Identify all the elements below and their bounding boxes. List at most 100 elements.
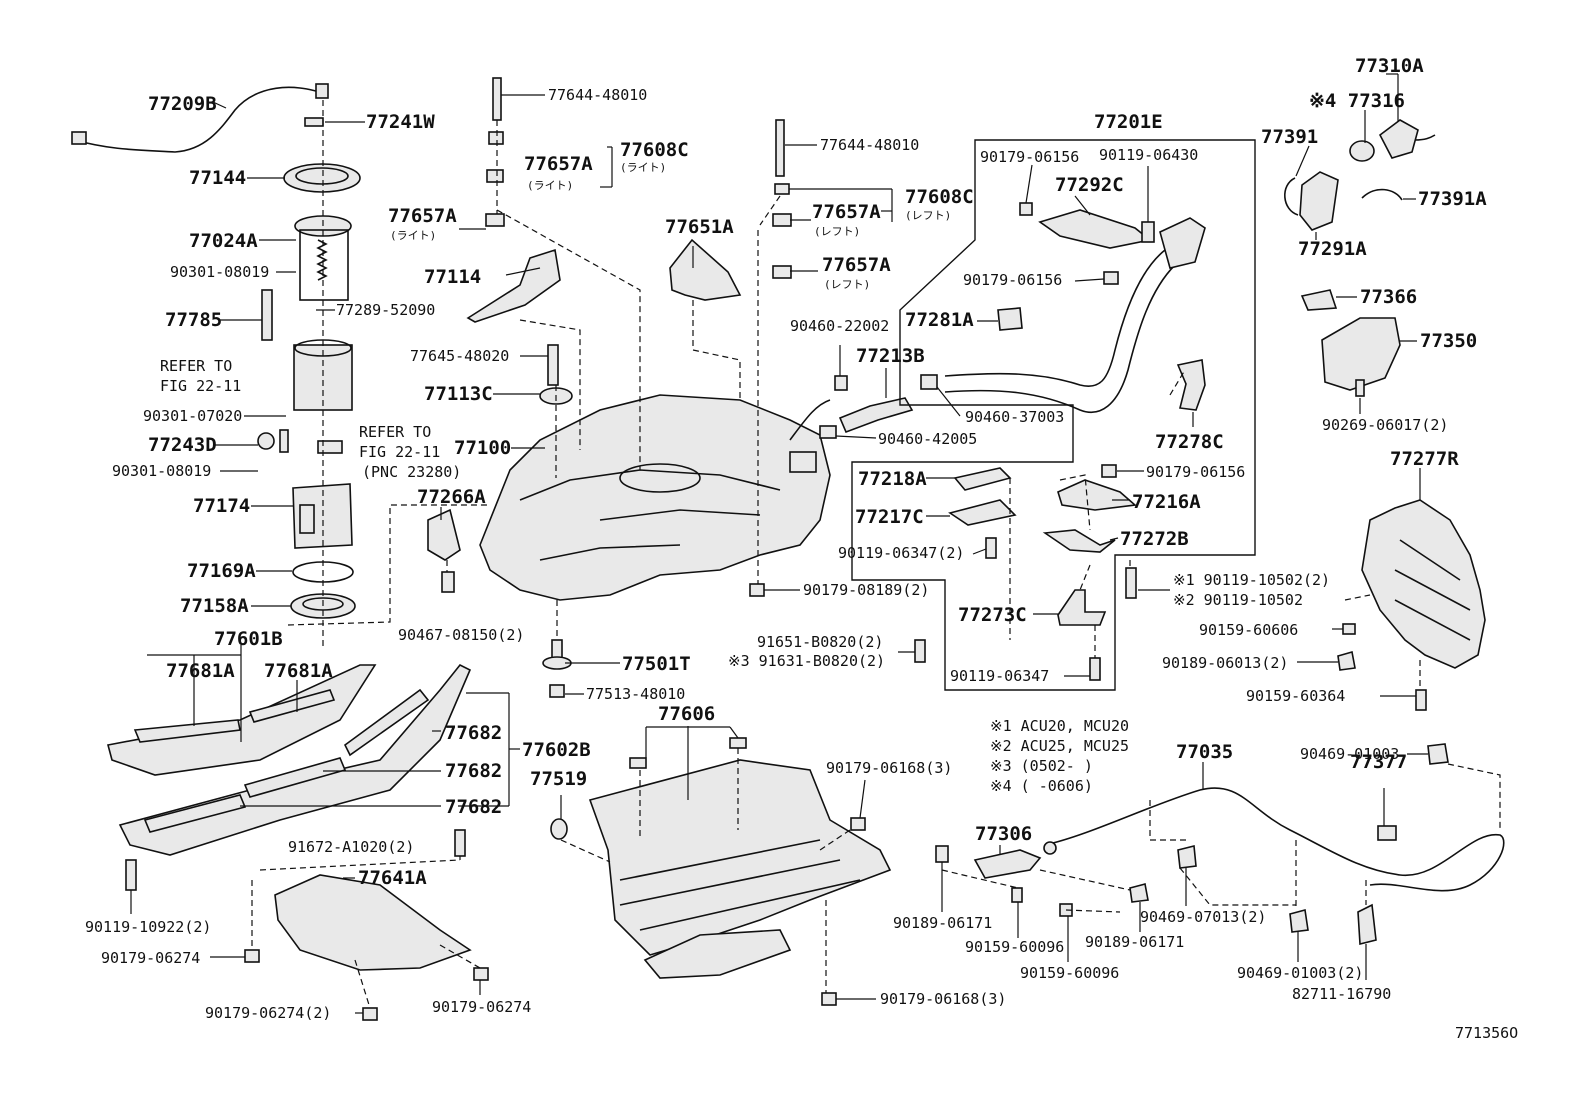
- lid-77350: [1321, 317, 1401, 391]
- clip-77519: [550, 818, 568, 840]
- bolt-90179-06156-a: [1019, 202, 1033, 216]
- label-90460-37003: 90460-37003: [965, 408, 1064, 426]
- regulator-stem: [279, 429, 289, 453]
- bushing-top-left: [488, 131, 504, 145]
- bracket-77216a: [1057, 479, 1137, 511]
- label-77266a: 77266A: [417, 486, 486, 508]
- bolt-90119-10922: [125, 859, 137, 891]
- label-90159-60606: 90159-60606: [1199, 621, 1298, 639]
- label-90179-06156-b: 90179-06156: [963, 271, 1062, 289]
- label-90179-06168-bot: 90179-06168(3): [880, 990, 1006, 1008]
- label-90460-22002: 90460-22002: [790, 317, 889, 335]
- label-77657a-b: 77657A: [388, 205, 457, 227]
- label-77209b: 77209B: [148, 93, 217, 115]
- clip-77241w: [304, 117, 324, 127]
- bushing-mid-left: [486, 169, 504, 183]
- bracket-77273c: [1057, 589, 1107, 626]
- label-77682-a: 77682: [445, 722, 502, 744]
- label-77316: ※4 77316: [1309, 90, 1405, 112]
- label-77366: 77366: [1360, 286, 1417, 308]
- bushing-low-right: [772, 265, 792, 279]
- hose-77213b: [838, 397, 914, 434]
- part-drawings: [71, 77, 1505, 1021]
- label-90469-01003-2: 90469-01003(2): [1237, 964, 1363, 982]
- label-90269-06017: 90269-06017(2): [1322, 416, 1448, 434]
- elbow-77278c: [1176, 359, 1206, 411]
- leader-lines: [130, 73, 1428, 1014]
- label-77272b: 77272B: [1120, 528, 1189, 550]
- label-90301-08019-b: 90301-08019: [112, 462, 211, 480]
- cap-77310a: [1378, 119, 1419, 159]
- label-refuto-b: (レフト): [814, 225, 860, 238]
- dashed-alignment-lines: [251, 100, 1501, 1009]
- label-77644-48010-left: 77644-48010: [548, 86, 647, 104]
- filler-pipe-77201e-b: [944, 264, 1176, 414]
- bracket-77114: [466, 248, 561, 323]
- part-labels: 77209B 77241W 77144 77024A 90301-08019 7…: [85, 55, 1487, 1022]
- label-90179-06168-top: 90179-06168(3): [826, 759, 952, 777]
- label-77391: 77391: [1261, 126, 1318, 148]
- figure-id: 771356O: [1455, 1024, 1518, 1042]
- nut-90179-06274-c: [362, 1007, 378, 1021]
- label-77243d: 77243D: [148, 434, 217, 456]
- screw-90159-60606: [1342, 623, 1356, 635]
- label-90179-06156-c: 90179-06156: [1146, 463, 1245, 481]
- undercover-lower-plate: [643, 929, 792, 979]
- label-77213b: 77213B: [856, 345, 925, 367]
- label-77350: 77350: [1420, 330, 1477, 352]
- label-90179-06274-b: 90179-06274(2): [205, 1004, 331, 1022]
- label-90189-06171-a: 90189-06171: [893, 914, 992, 932]
- bolt-90119-06347-a: [985, 537, 997, 559]
- bolt-90119-10502: [1125, 567, 1137, 599]
- lock-ring-inner: [295, 167, 349, 185]
- label-raito-c: (ライト): [620, 161, 666, 174]
- clip-90189-06171-a: [935, 845, 949, 863]
- label-77144: 77144: [189, 167, 246, 189]
- note-3: ※3 (0502- ): [990, 757, 1093, 775]
- label-90119-06430: 90119-06430: [1099, 146, 1198, 164]
- label-90159-60096-a: 90159-60096: [965, 938, 1064, 956]
- label-77641a: 77641A: [358, 867, 427, 889]
- label-77201e: 77201E: [1094, 111, 1163, 133]
- label-90460-42005: 90460-42005: [878, 430, 977, 448]
- vent-line: [789, 399, 831, 441]
- label-90119-10502-2: ※1 90119-10502(2): [1173, 571, 1330, 589]
- label-77291a: 77291A: [1298, 238, 1367, 260]
- label-77651a: 77651A: [665, 216, 734, 238]
- label-77657a-d: 77657A: [822, 254, 891, 276]
- ring-77391: [1284, 177, 1299, 216]
- label-90119-10502: ※2 90119-10502: [1173, 591, 1303, 609]
- clip-90189-06171-b: [1129, 883, 1149, 903]
- label-90179-06156-a: 90179-06156: [980, 148, 1079, 166]
- label-77785: 77785: [165, 309, 222, 331]
- label-refer-to-b: REFER TO: [359, 423, 431, 441]
- filler-pipe-77201e: [944, 249, 1166, 387]
- label-refer-to-a: REFER TO: [160, 357, 232, 375]
- tether: [1414, 134, 1436, 141]
- note-2: ※2 ACU25, MCU25: [990, 737, 1129, 755]
- label-77174: 77174: [193, 495, 250, 517]
- label-raito-b: (ライト): [390, 229, 436, 242]
- applicability-notes: ※1 ACU20, MCU20 ※2 ACU25, MCU25 ※3 (0502…: [990, 717, 1129, 795]
- label-77216a: 77216A: [1132, 491, 1201, 513]
- label-90179-06274-c: 90179-06274: [432, 998, 531, 1016]
- label-raito-a: (ライト): [527, 179, 573, 192]
- label-77035: 77035: [1176, 741, 1233, 763]
- label-77024a: 77024A: [189, 230, 258, 252]
- label-77657a-c: 77657A: [812, 201, 881, 223]
- label-90467-08150: 90467-08150(2): [398, 626, 524, 644]
- label-77682-b: 77682: [445, 760, 502, 782]
- housing-77277r: [1361, 499, 1486, 669]
- grommet-77291a: [1299, 171, 1339, 231]
- stud-77644-right: [775, 119, 785, 177]
- bolt-77645: [547, 344, 559, 386]
- label-77158a: 77158A: [180, 595, 249, 617]
- ring-77391a: [1361, 188, 1403, 201]
- label-77645-48020: 77645-48020: [410, 347, 509, 365]
- pad-77606-a: [629, 757, 647, 769]
- undercover-77606: [588, 759, 892, 956]
- filter-connector: [317, 440, 343, 454]
- opener-90469-01003: [1427, 743, 1449, 765]
- label-77310a: 77310A: [1355, 55, 1424, 77]
- label-77218a: 77218A: [858, 468, 927, 490]
